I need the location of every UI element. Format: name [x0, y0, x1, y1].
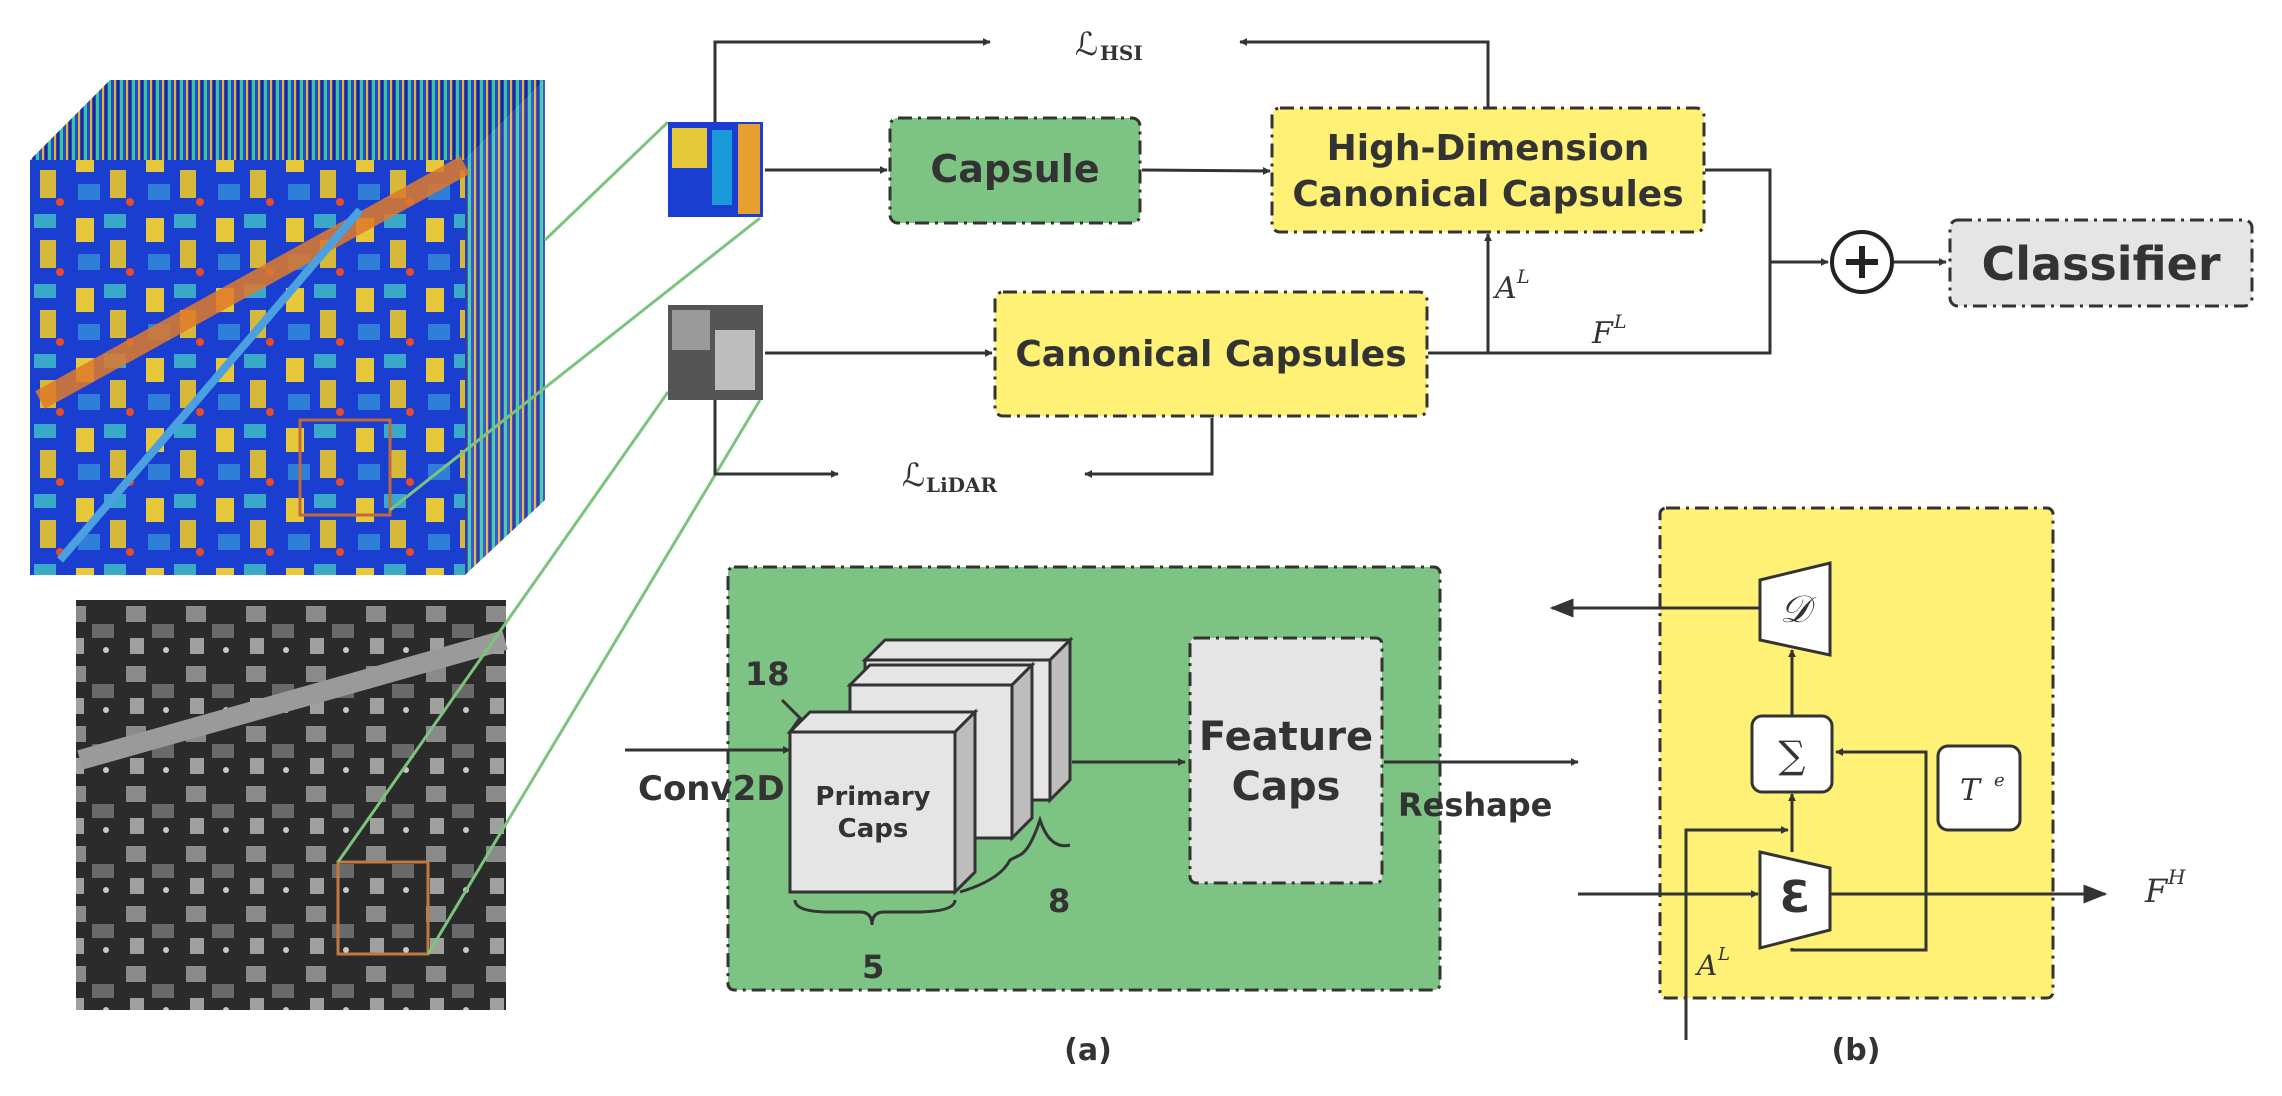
- lidar-image: [76, 600, 508, 1010]
- canonical-label: Canonical Capsules: [1015, 334, 1406, 375]
- al-superscript: L: [1717, 944, 1730, 965]
- sum-node: [1830, 230, 1894, 294]
- hd-label-line1: High-Dimension: [1327, 128, 1650, 169]
- classifier-box: Classifier: [1948, 218, 2254, 308]
- te-symbol: T: [1960, 773, 1982, 808]
- dim-18-label: 18: [745, 655, 790, 693]
- sum-block: ∑: [1750, 714, 1834, 794]
- loss-lidar-symbol: ℒ: [902, 456, 925, 494]
- hd-label-line2: Canonical Capsules: [1292, 174, 1683, 215]
- te-block: T e: [1936, 744, 2022, 832]
- lidar-patch: [668, 305, 763, 400]
- al-label: A: [1694, 949, 1717, 982]
- sum-symbol: ∑: [1778, 733, 1805, 777]
- dim-8-brace: [959, 815, 1071, 894]
- encoder-symbol: Ɛ: [1780, 872, 1811, 923]
- hsi-patch: [668, 122, 763, 217]
- fh-superscript: H: [2167, 865, 2186, 889]
- loss-hsi-symbol: ℒ: [1075, 25, 1098, 63]
- conv2d-label: Conv2D: [638, 769, 785, 809]
- feature-caps-line2: Caps: [1232, 764, 1341, 810]
- dim-5-label: 5: [862, 948, 884, 986]
- a-l-superscript: L: [1516, 266, 1530, 288]
- encoder-block: Ɛ: [1758, 850, 1832, 950]
- caption-a: (a): [1064, 1033, 1112, 1068]
- dim-5-brace: [793, 899, 957, 926]
- f-l-label: F: [1591, 316, 1614, 351]
- canonical-capsules-box: Canonical Capsules: [993, 290, 1429, 418]
- reshape-label: Reshape: [1398, 786, 1552, 824]
- capsule-label: Capsule: [930, 147, 1099, 191]
- primary-caps-stack: [786, 636, 1074, 896]
- primary-caps-label-line1: Primary: [815, 782, 930, 812]
- f-l-superscript: L: [1613, 311, 1627, 333]
- feature-caps-box: Feature Caps: [1188, 636, 1384, 885]
- capsule-box: Capsule: [888, 116, 1142, 225]
- te-superscript: e: [1994, 770, 2005, 791]
- feature-caps-line1: Feature: [1199, 714, 1373, 760]
- classifier-label: Classifier: [1981, 237, 2220, 291]
- fh-label: F: [2144, 872, 2169, 910]
- a-l-label: A: [1492, 271, 1517, 306]
- decoder-block: 𝒟: [1758, 561, 1832, 657]
- top-arrows: [713, 38, 1947, 478]
- patch-link-lines: [336, 120, 762, 955]
- primary-caps-label-line2: Caps: [838, 814, 909, 844]
- dim-8-label: 8: [1048, 882, 1070, 920]
- hsi-cube-image: [30, 80, 545, 575]
- loss-lidar-subscript: LiDAR: [926, 473, 998, 497]
- loss-hsi-subscript: HSI: [1100, 41, 1143, 65]
- caption-b: (b): [1832, 1033, 1881, 1068]
- dim-18-brace: [780, 698, 802, 733]
- high-dimension-canonical-capsules-box: High-Dimension Canonical Capsules: [1270, 106, 1706, 234]
- panel-b-arrows: [1549, 598, 2108, 1040]
